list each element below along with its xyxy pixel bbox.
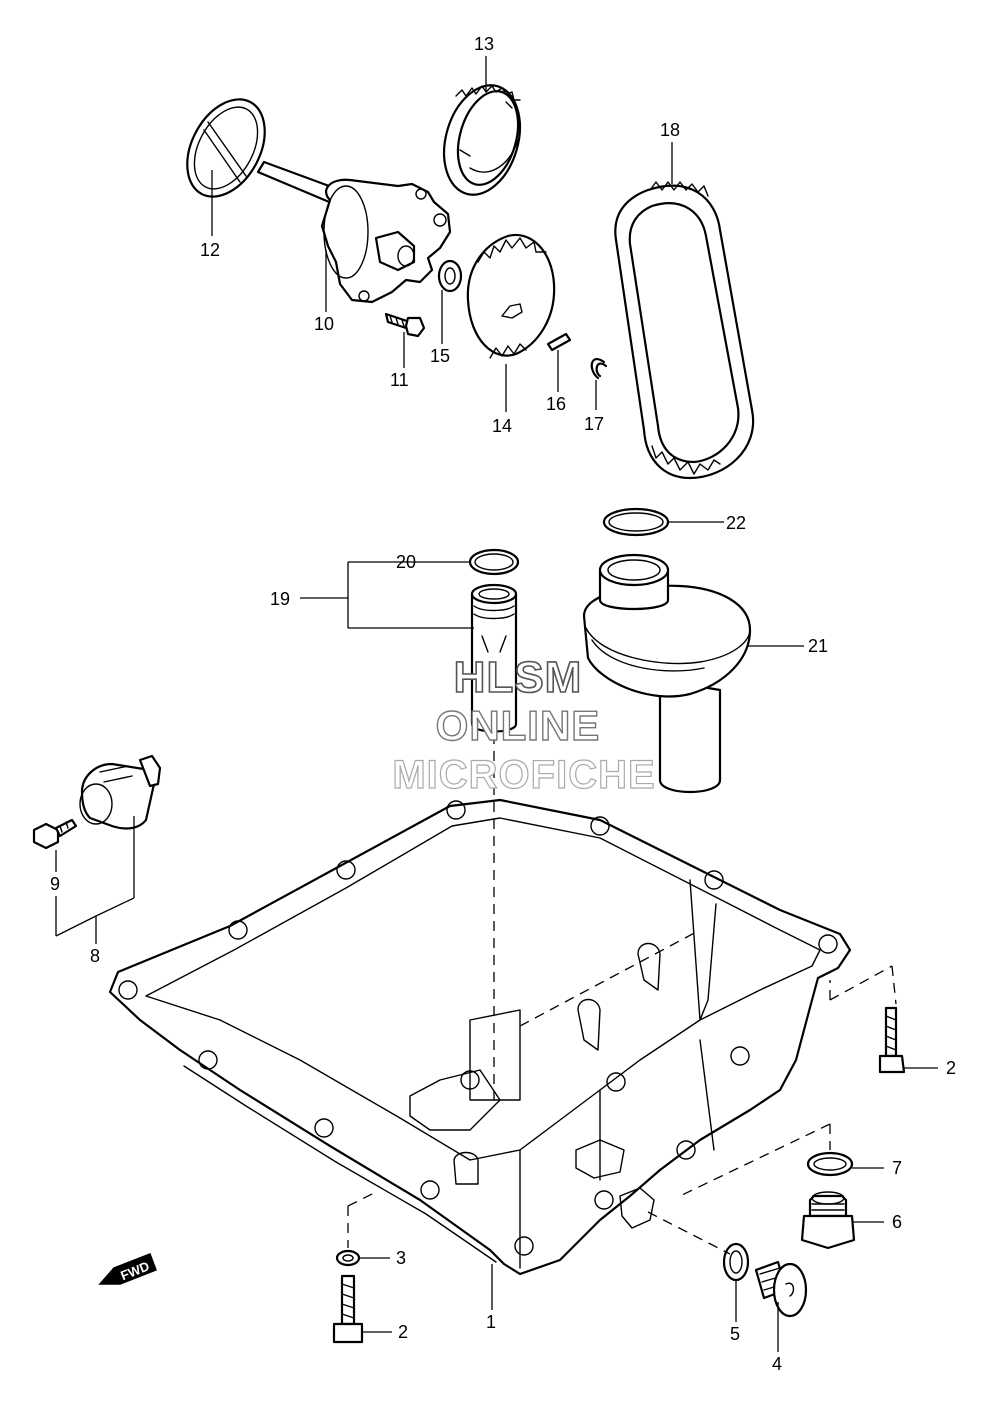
chain-part-18 [614,181,755,480]
pressure-switch-part-8 [79,754,162,830]
plug-part-4 [754,1260,808,1318]
callout-15: 15 [430,346,450,366]
callout-22: 22 [726,513,746,533]
sprocket-part-14 [466,233,556,359]
pipe-part-19 [470,583,518,733]
callout-17: 17 [584,414,604,434]
callout-11: 11 [390,370,409,390]
callout-16: 16 [546,394,566,414]
forward-direction-badge: FWD [98,1253,157,1285]
o-ring-part-20 [468,548,520,576]
oil-pump-part-10 [256,160,452,304]
assembly-dashed-lines [347,734,897,1255]
pin-part-16 [546,332,572,352]
washer-part-15 [437,259,463,293]
callout-5: 5 [730,1324,740,1344]
callout-labels: 13 18 12 10 15 11 16 17 14 22 20 19 21 9… [50,34,956,1374]
fwd-label: FWD [118,1258,151,1283]
circlip-part-17 [590,358,608,380]
strainer-part-21 [582,553,752,794]
watermark: HLSM ONLINE MICROFICHE [392,652,656,797]
o-ring-part-22 [602,507,670,537]
bolt-part-9 [32,818,78,850]
callout-2-right: 2 [946,1058,956,1078]
watermark-line-3: MICROFICHE [392,753,655,797]
pan-bolt-bosses [118,800,838,1256]
callout-8: 8 [90,946,100,966]
callout-12: 12 [200,240,220,260]
gasket-part-5 [722,1242,750,1282]
callout-19: 19 [270,589,290,609]
bolt-part-2-left [332,1274,364,1344]
callout-9: 9 [50,874,60,894]
bolt-part-11 [384,312,426,338]
gasket-part-12 [186,98,266,198]
callout-20: 20 [396,552,416,572]
washer-part-3 [335,1249,361,1267]
callout-3: 3 [396,1248,406,1268]
watermark-line-2: ONLINE [436,702,601,749]
callout-6: 6 [892,1212,902,1232]
callout-18: 18 [660,120,680,140]
callout-2-left: 2 [398,1322,408,1342]
callout-14: 14 [492,416,512,436]
callout-4: 4 [772,1354,782,1374]
callout-13: 13 [474,34,494,54]
callout-1: 1 [486,1312,496,1332]
oil-pan-part-1 [108,798,852,1276]
leader-lines [55,56,938,1352]
washer-part-7 [806,1151,854,1177]
watermark-line-1: HLSM [454,653,583,702]
callout-21: 21 [808,636,828,656]
sprocket-part-13 [443,84,521,196]
drain-plug-part-6 [800,1191,856,1250]
callout-7: 7 [892,1158,902,1178]
bolt-part-2-right [878,1006,906,1074]
callout-10: 10 [314,314,334,334]
